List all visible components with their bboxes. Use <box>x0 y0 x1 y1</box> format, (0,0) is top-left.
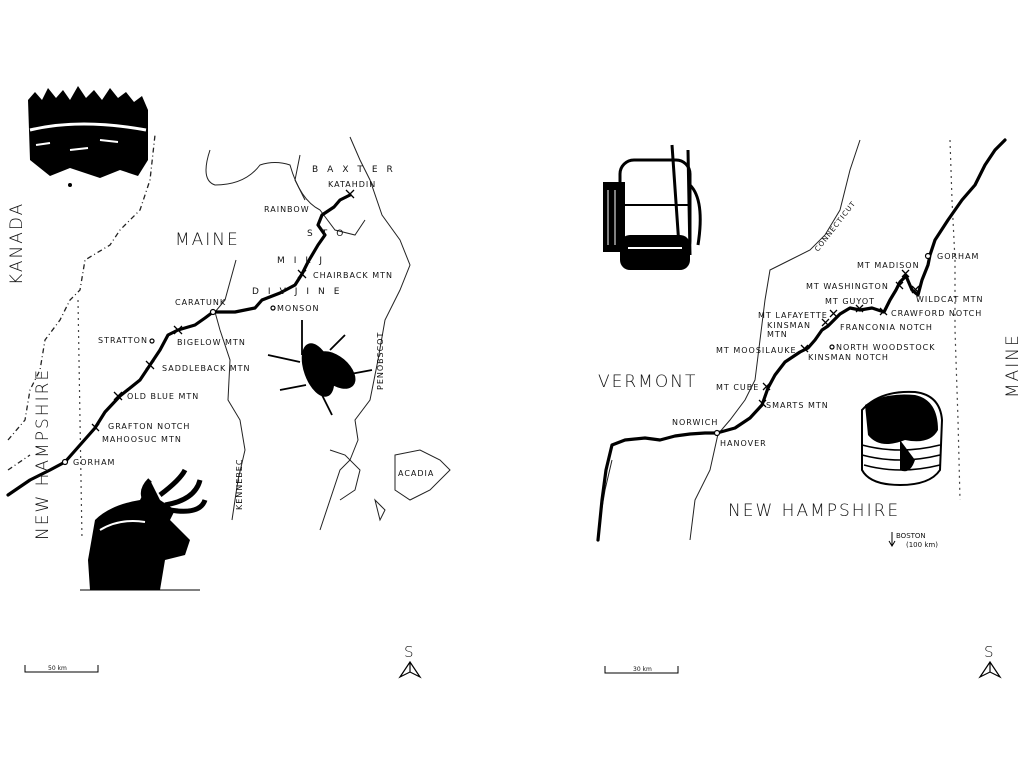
pancakes-illustration <box>861 390 944 487</box>
place-norwich: NORWICH <box>672 418 718 427</box>
place-kinsman-mtn-1: KINSMAN <box>767 321 811 330</box>
place-smarts-mtn: SMARTS MTN <box>766 401 829 410</box>
state-label-maine: MAINE <box>175 230 240 250</box>
place-acadia: ACADIA <box>398 469 434 478</box>
state-label-maine-right: MAINE <box>1003 333 1023 398</box>
place-chairback: CHAIRBACK MTN <box>313 271 393 280</box>
svg-text:50 km: 50 km <box>48 665 67 672</box>
boston-pointer: BOSTON (100 km) <box>888 532 938 549</box>
svg-text:S: S <box>404 643 416 661</box>
place-mt-madison: MT MADISON <box>857 261 920 270</box>
place-grafton: GRAFTON NOTCH <box>108 422 190 431</box>
place-mt-guyot: MT GUYOT <box>825 297 875 306</box>
state-label-vermont: VERMONT <box>598 372 697 392</box>
place-kinsman-mtn-2: MTN <box>767 330 788 339</box>
place-bigelow: BIGELOW MTN <box>177 338 246 347</box>
country-label-kanada: KANADA <box>7 202 27 285</box>
place-mt-cube: MT CUBE <box>716 383 759 392</box>
wilderness-word-2: MILJ <box>277 256 331 266</box>
scale-bar-left: 50 km <box>24 665 99 673</box>
place-stratton: STRATTON <box>98 336 148 345</box>
coastline <box>319 136 411 531</box>
trail-markers-nh <box>713 252 932 437</box>
moose-illustration <box>80 468 208 591</box>
left-map-maine: KANADA NEW HAMPSHIRE MAINE BAXTER STO MI… <box>6 86 451 679</box>
connecticut-river <box>689 139 861 541</box>
scale-bar-right: 30 km <box>604 666 679 674</box>
place-crawford-notch: CRAWFORD NOTCH <box>891 309 982 318</box>
place-mt-lafayette: MT LAFAYETTE <box>758 311 828 320</box>
place-saddleback: SADDLEBACK MTN <box>162 364 251 373</box>
state-label-new-hampshire: NEW HAMPSHIRE <box>728 501 900 521</box>
svg-text:30 km: 30 km <box>633 666 652 673</box>
place-mahoosuc: MAHOOSUC MTN <box>102 435 182 444</box>
place-hanover: HANOVER <box>720 439 767 448</box>
river-penobscot: PENOBSCOT <box>376 332 385 390</box>
place-mt-washington: MT WASHINGTON <box>806 282 889 291</box>
svg-text:(100 km): (100 km) <box>906 541 938 549</box>
place-kinsman-notch: KINSMAN NOTCH <box>808 353 889 362</box>
right-map-new-hampshire: VERMONT NEW HAMPSHIRE MAINE CONNECTICUT … <box>596 138 1023 679</box>
river-kennebec: KENNEBEC <box>235 459 244 510</box>
place-gorham: GORHAM <box>73 458 115 467</box>
kennebec-river <box>214 259 246 521</box>
canada-border <box>7 134 156 441</box>
place-katahdin: KATAHDIN <box>328 180 376 189</box>
place-monson: MONSON <box>277 304 320 313</box>
trail-markers <box>61 189 355 466</box>
place-north-woodstock: NORTH WOODSTOCK <box>836 343 935 352</box>
place-franconia-notch: FRANCONIA NOTCH <box>840 323 933 332</box>
backpack-illustration <box>603 144 702 270</box>
forest-illustration <box>28 86 148 187</box>
fly-illustration <box>267 320 373 416</box>
place-rainbow: RAINBOW <box>264 205 310 214</box>
wilderness-word-1: STO <box>307 229 352 239</box>
compass-right: S <box>978 643 1002 679</box>
place-wildcat: WILDCAT MTN <box>916 295 984 304</box>
place-old-blue: OLD BLUE MTN <box>127 392 199 401</box>
place-gorham-nh: GORHAM <box>937 252 979 261</box>
place-mt-moosilauke: MT MOOSILAUKE <box>716 346 797 355</box>
place-caratunk: CARATUNK <box>175 298 226 307</box>
river-connecticut: CONNECTICUT <box>813 200 857 254</box>
park-label-baxter: BAXTER <box>312 165 402 175</box>
state-border <box>77 299 83 541</box>
nh-maine-border <box>949 139 961 501</box>
compass-left: S <box>398 643 422 679</box>
wilderness-word-3: DIVJINE <box>252 287 348 297</box>
neighbor-state-label: NEW HAMPSHIRE <box>33 368 53 540</box>
svg-text:BOSTON: BOSTON <box>896 532 926 540</box>
svg-text:S: S <box>984 643 996 661</box>
